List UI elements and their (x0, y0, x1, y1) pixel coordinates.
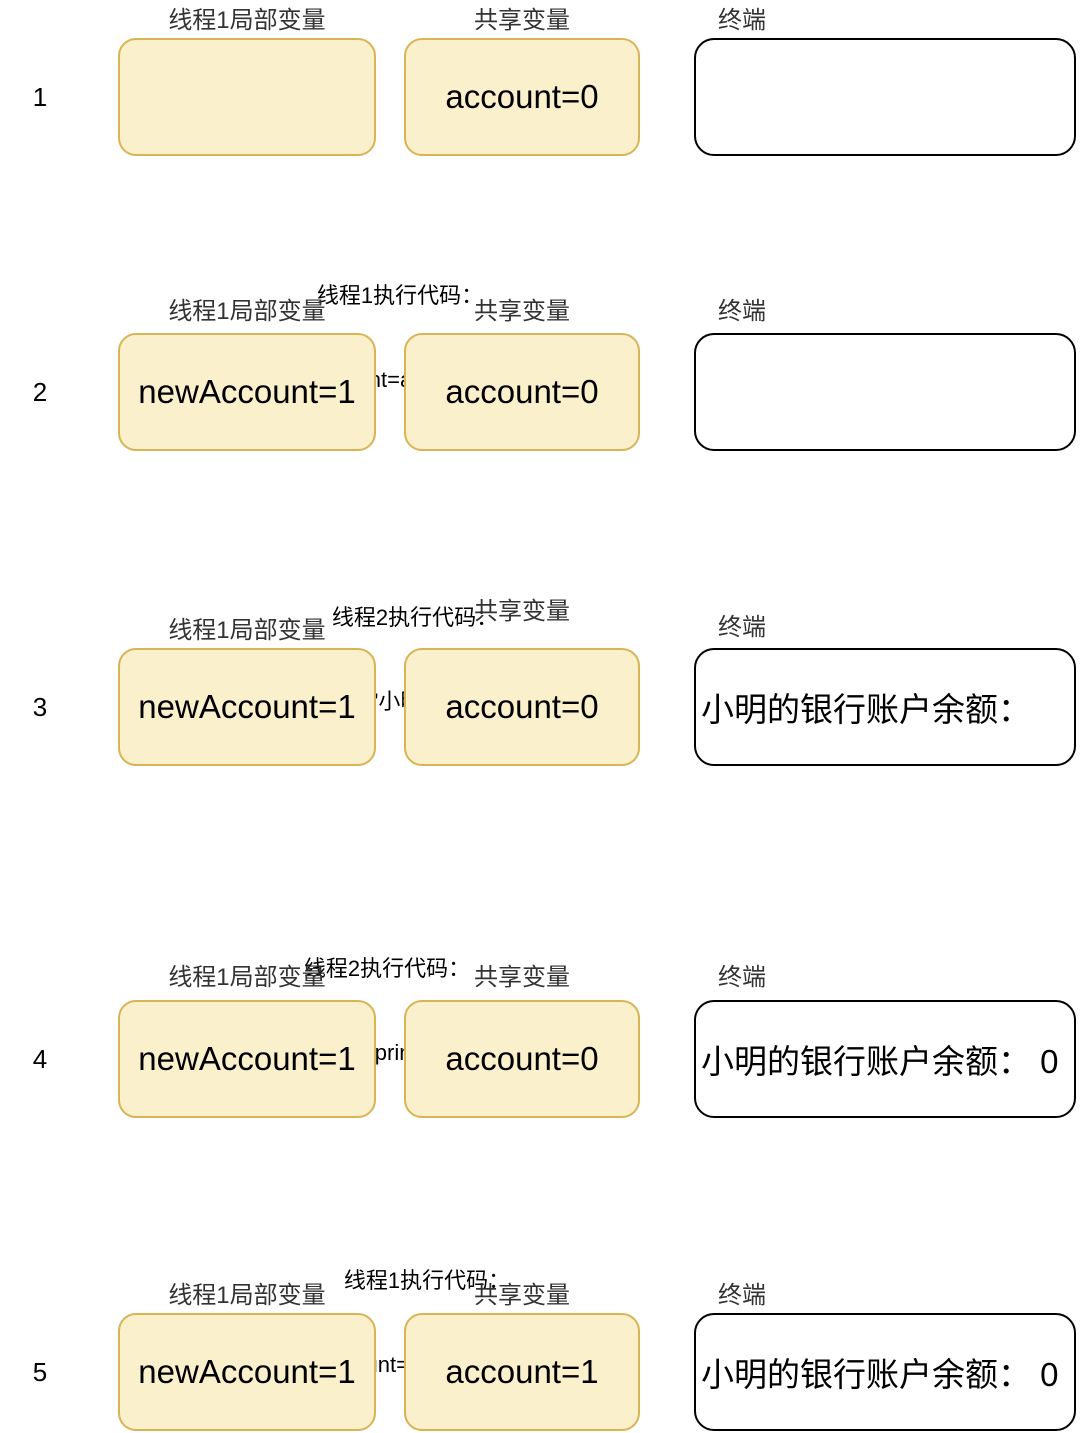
step-number: 4 (32, 1044, 48, 1074)
local-var-box: newAccount=1 (118, 333, 376, 451)
shared-var-value: account=0 (445, 1040, 599, 1077)
local-var-box: newAccount=1 (118, 1313, 376, 1431)
shared-var-box: account=1 (404, 1313, 640, 1431)
step-number: 1 (32, 82, 48, 112)
local-var-box: newAccount=1 (118, 648, 376, 766)
shared-var-box: account=0 (404, 38, 640, 156)
terminal-output: 小明的银行账户余额： 0 (701, 1043, 1059, 1080)
terminal-label: 终端 (718, 298, 766, 325)
code-line-1: 线程2执行代码： (303, 956, 471, 981)
local-var-box (118, 38, 376, 156)
local-var-label: 线程1局部变量 (168, 964, 326, 991)
shared-var-label: 共享变量 (474, 298, 570, 325)
step-number: 5 (32, 1357, 48, 1387)
local-var-label: 线程1局部变量 (168, 1282, 326, 1309)
code-line-1: 线程1执行代码： (343, 1268, 511, 1293)
shared-var-value: account=1 (445, 1353, 599, 1390)
shared-var-box: account=0 (404, 333, 640, 451)
terminal-label: 终端 (718, 7, 766, 34)
shared-var-label: 共享变量 (474, 598, 570, 625)
terminal-label: 终端 (718, 1282, 766, 1309)
terminal-output: 小明的银行账户余额： (701, 691, 1031, 728)
shared-var-value: account=0 (445, 78, 599, 115)
local-var-label: 线程1局部变量 (168, 298, 326, 325)
shared-var-box: account=0 (404, 648, 640, 766)
step-number: 2 (32, 377, 48, 407)
shared-var-label: 共享变量 (474, 1282, 570, 1309)
local-var-label: 线程1局部变量 (168, 617, 326, 644)
terminal-box (694, 38, 1076, 156)
terminal-label: 终端 (718, 964, 766, 991)
code-line-1: 线程1执行代码： (316, 283, 484, 308)
local-var-value: newAccount=1 (138, 1040, 356, 1077)
terminal-label: 终端 (718, 614, 766, 641)
shared-var-value: account=0 (445, 373, 599, 410)
terminal-box (694, 333, 1076, 451)
shared-var-value: account=0 (445, 688, 599, 725)
step-number: 3 (32, 692, 48, 722)
local-var-value: newAccount=1 (138, 1353, 356, 1390)
shared-var-box: account=0 (404, 1000, 640, 1118)
local-var-box: newAccount=1 (118, 1000, 376, 1118)
terminal-box: 小明的银行账户余额： 0 (694, 1313, 1076, 1431)
code-line-1: 线程2执行代码： (331, 605, 499, 630)
shared-var-label: 共享变量 (474, 7, 570, 34)
local-var-label: 线程1局部变量 (168, 7, 326, 34)
terminal-box: 小明的银行账户余额： (694, 648, 1076, 766)
terminal-box: 小明的银行账户余额： 0 (694, 1000, 1076, 1118)
local-var-value: newAccount=1 (138, 688, 356, 725)
terminal-output: 小明的银行账户余额： 0 (701, 1356, 1059, 1393)
shared-var-label: 共享变量 (474, 964, 570, 991)
local-var-value: newAccount=1 (138, 373, 356, 410)
